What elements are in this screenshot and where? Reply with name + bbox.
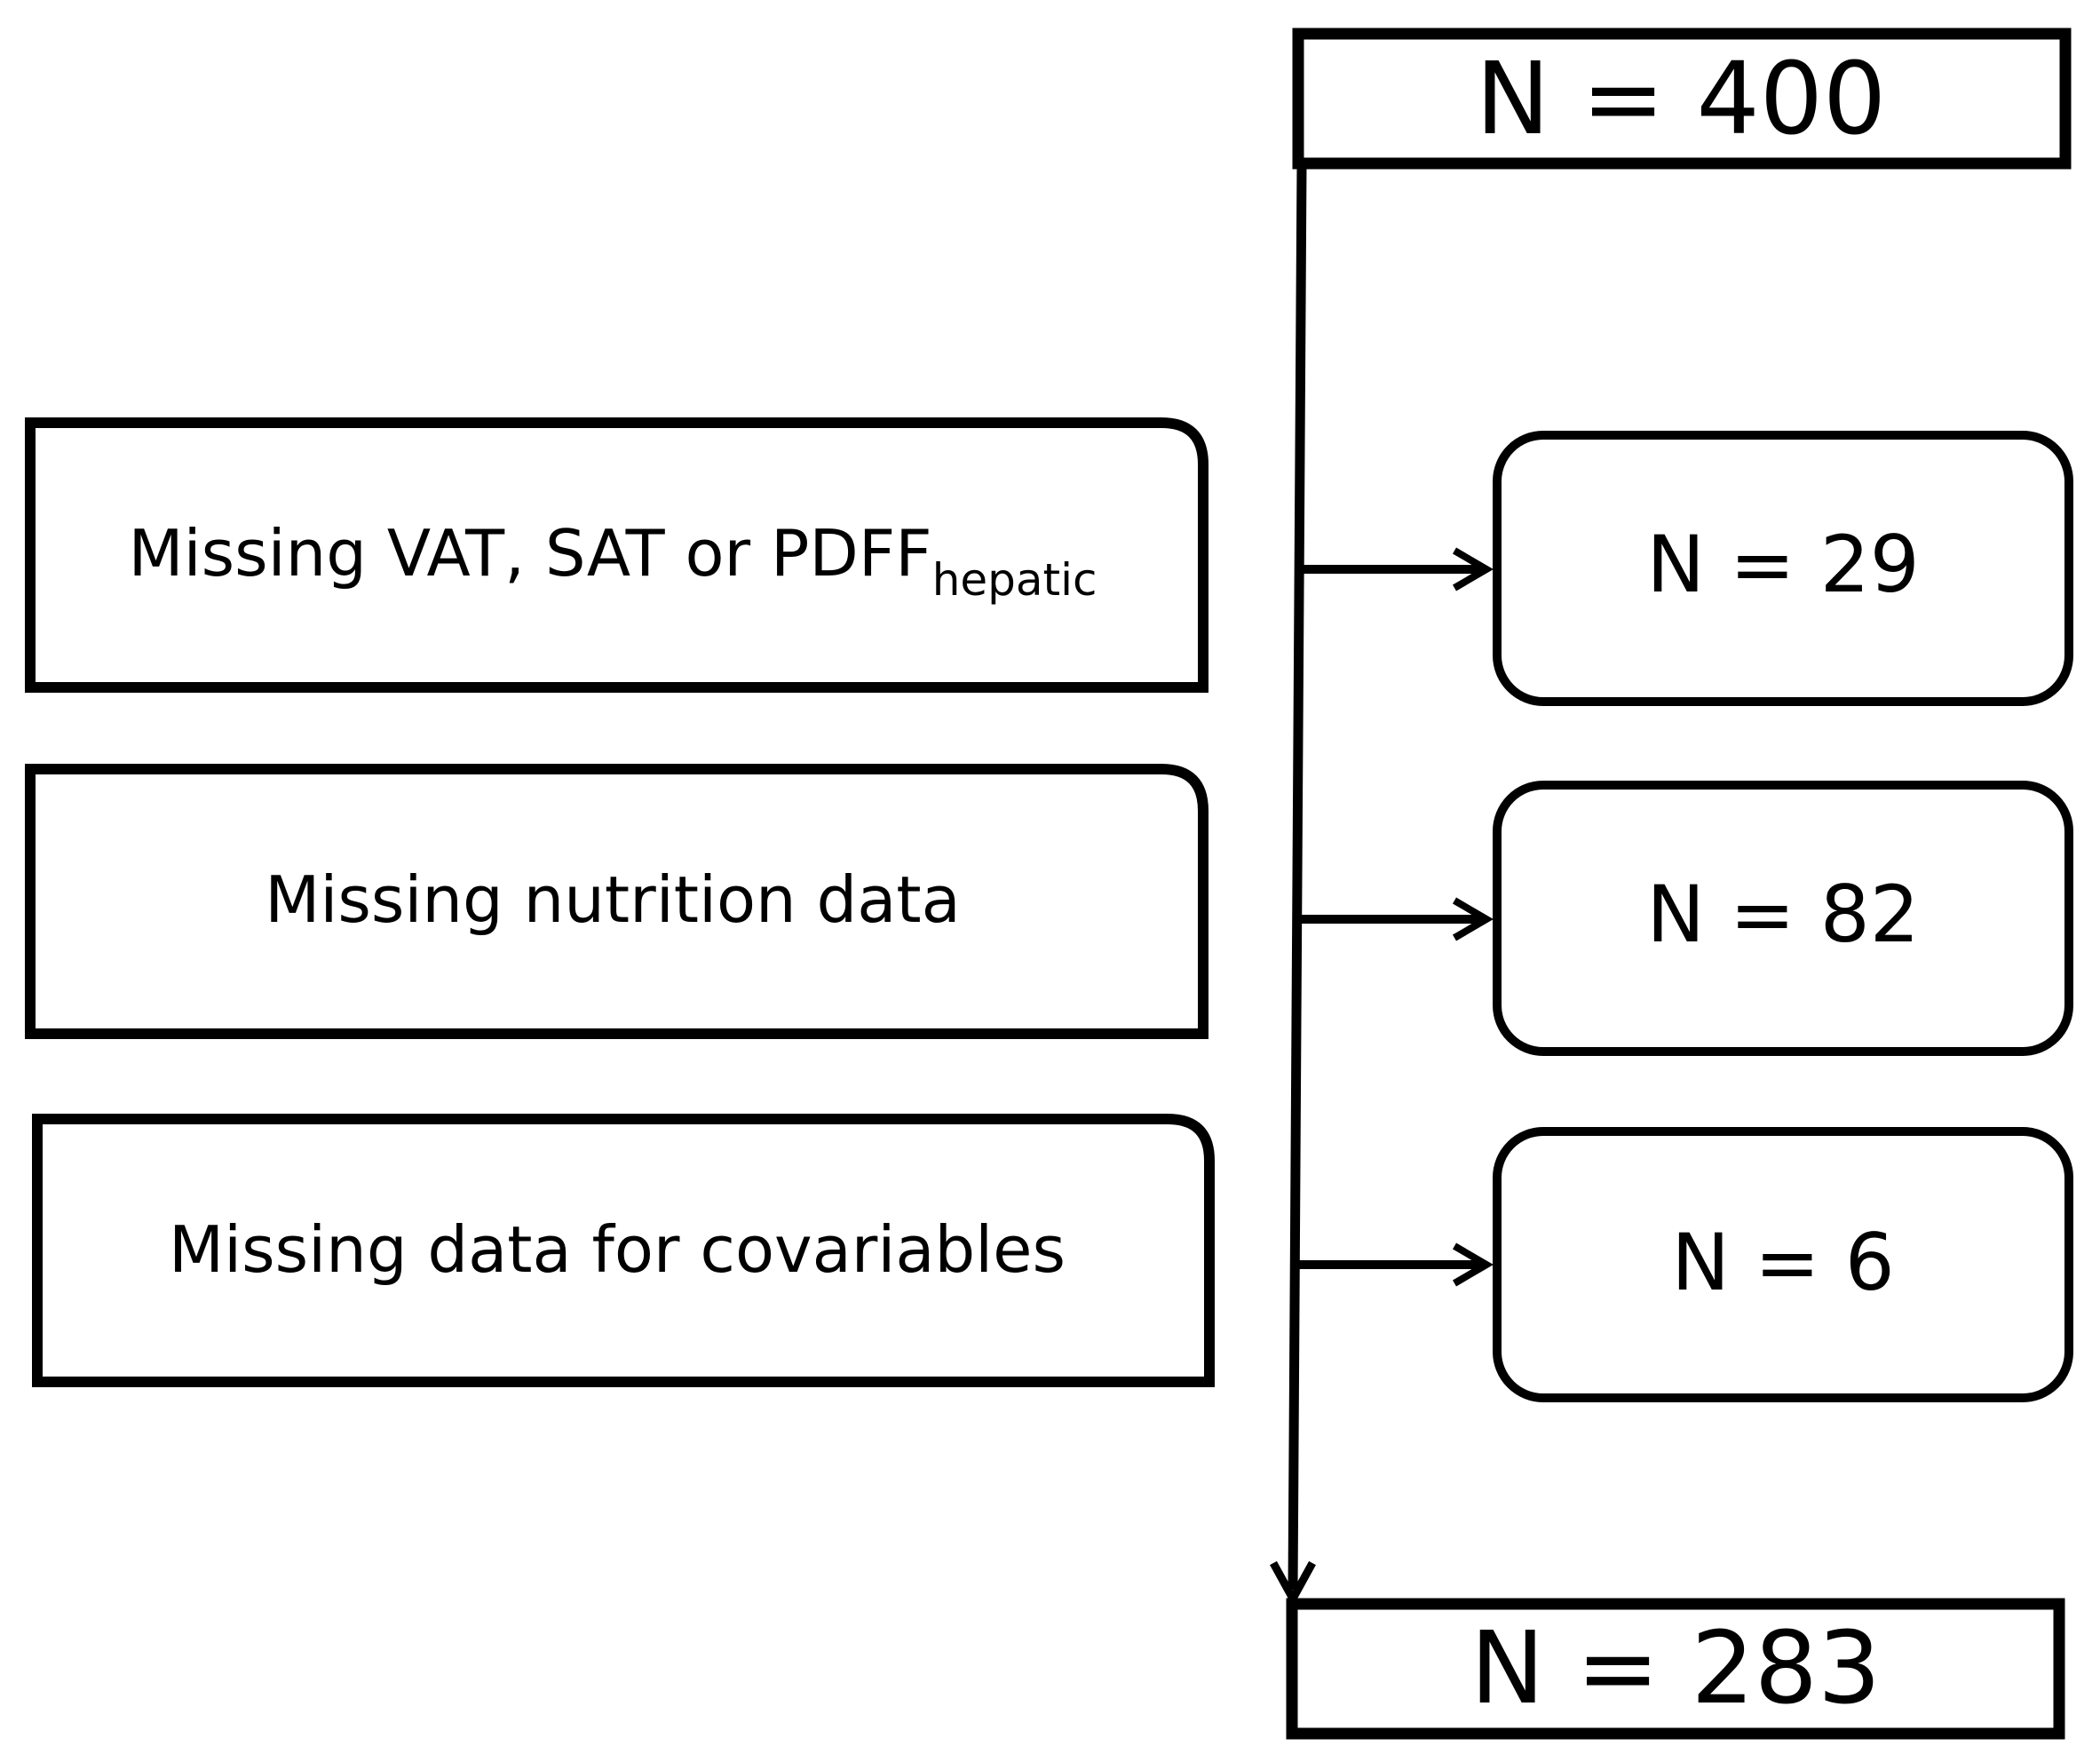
exclusion-count-2: N = 82 (1646, 869, 1919, 960)
exclusion-reason-box-3: Missing data for covariables (32, 1114, 1215, 1387)
exclusion-reason-box-1: Missing VAT, SAT or PDFFhepatic (25, 417, 1208, 693)
exclusion-reason-box-2: Missing nutrition data (25, 764, 1208, 1039)
exclusion-arrow-3 (1295, 1242, 1494, 1287)
exclusion-count-3: N = 6 (1671, 1217, 1895, 1308)
exclusion-arrow-1 (1300, 547, 1494, 591)
exclusion-count-box-1: N = 29 (1493, 431, 2073, 706)
start-count: N = 400 (1476, 42, 1887, 157)
exclusion-reason-3: Missing data for covariables (169, 1212, 1066, 1287)
exclusion-reason-1-subscript: hepatic (932, 554, 1098, 606)
end-box: N = 283 (1286, 1598, 2065, 1740)
main-flow-line (1270, 163, 1316, 1607)
exclusion-reason-1-main: Missing VAT, SAT or PDFF (128, 516, 931, 591)
end-count: N = 283 (1470, 1611, 1882, 1726)
exclusion-reason-1: Missing VAT, SAT or PDFFhepatic (128, 516, 1097, 606)
exclusion-count-box-2: N = 82 (1493, 781, 2073, 1056)
exclusion-arrow-2 (1296, 897, 1494, 941)
exclusion-count-box-3: N = 6 (1493, 1127, 2073, 1402)
exclusion-reason-2: Missing nutrition data (265, 862, 960, 937)
exclusion-count-1: N = 29 (1646, 519, 1919, 610)
start-box: N = 400 (1292, 28, 2072, 170)
